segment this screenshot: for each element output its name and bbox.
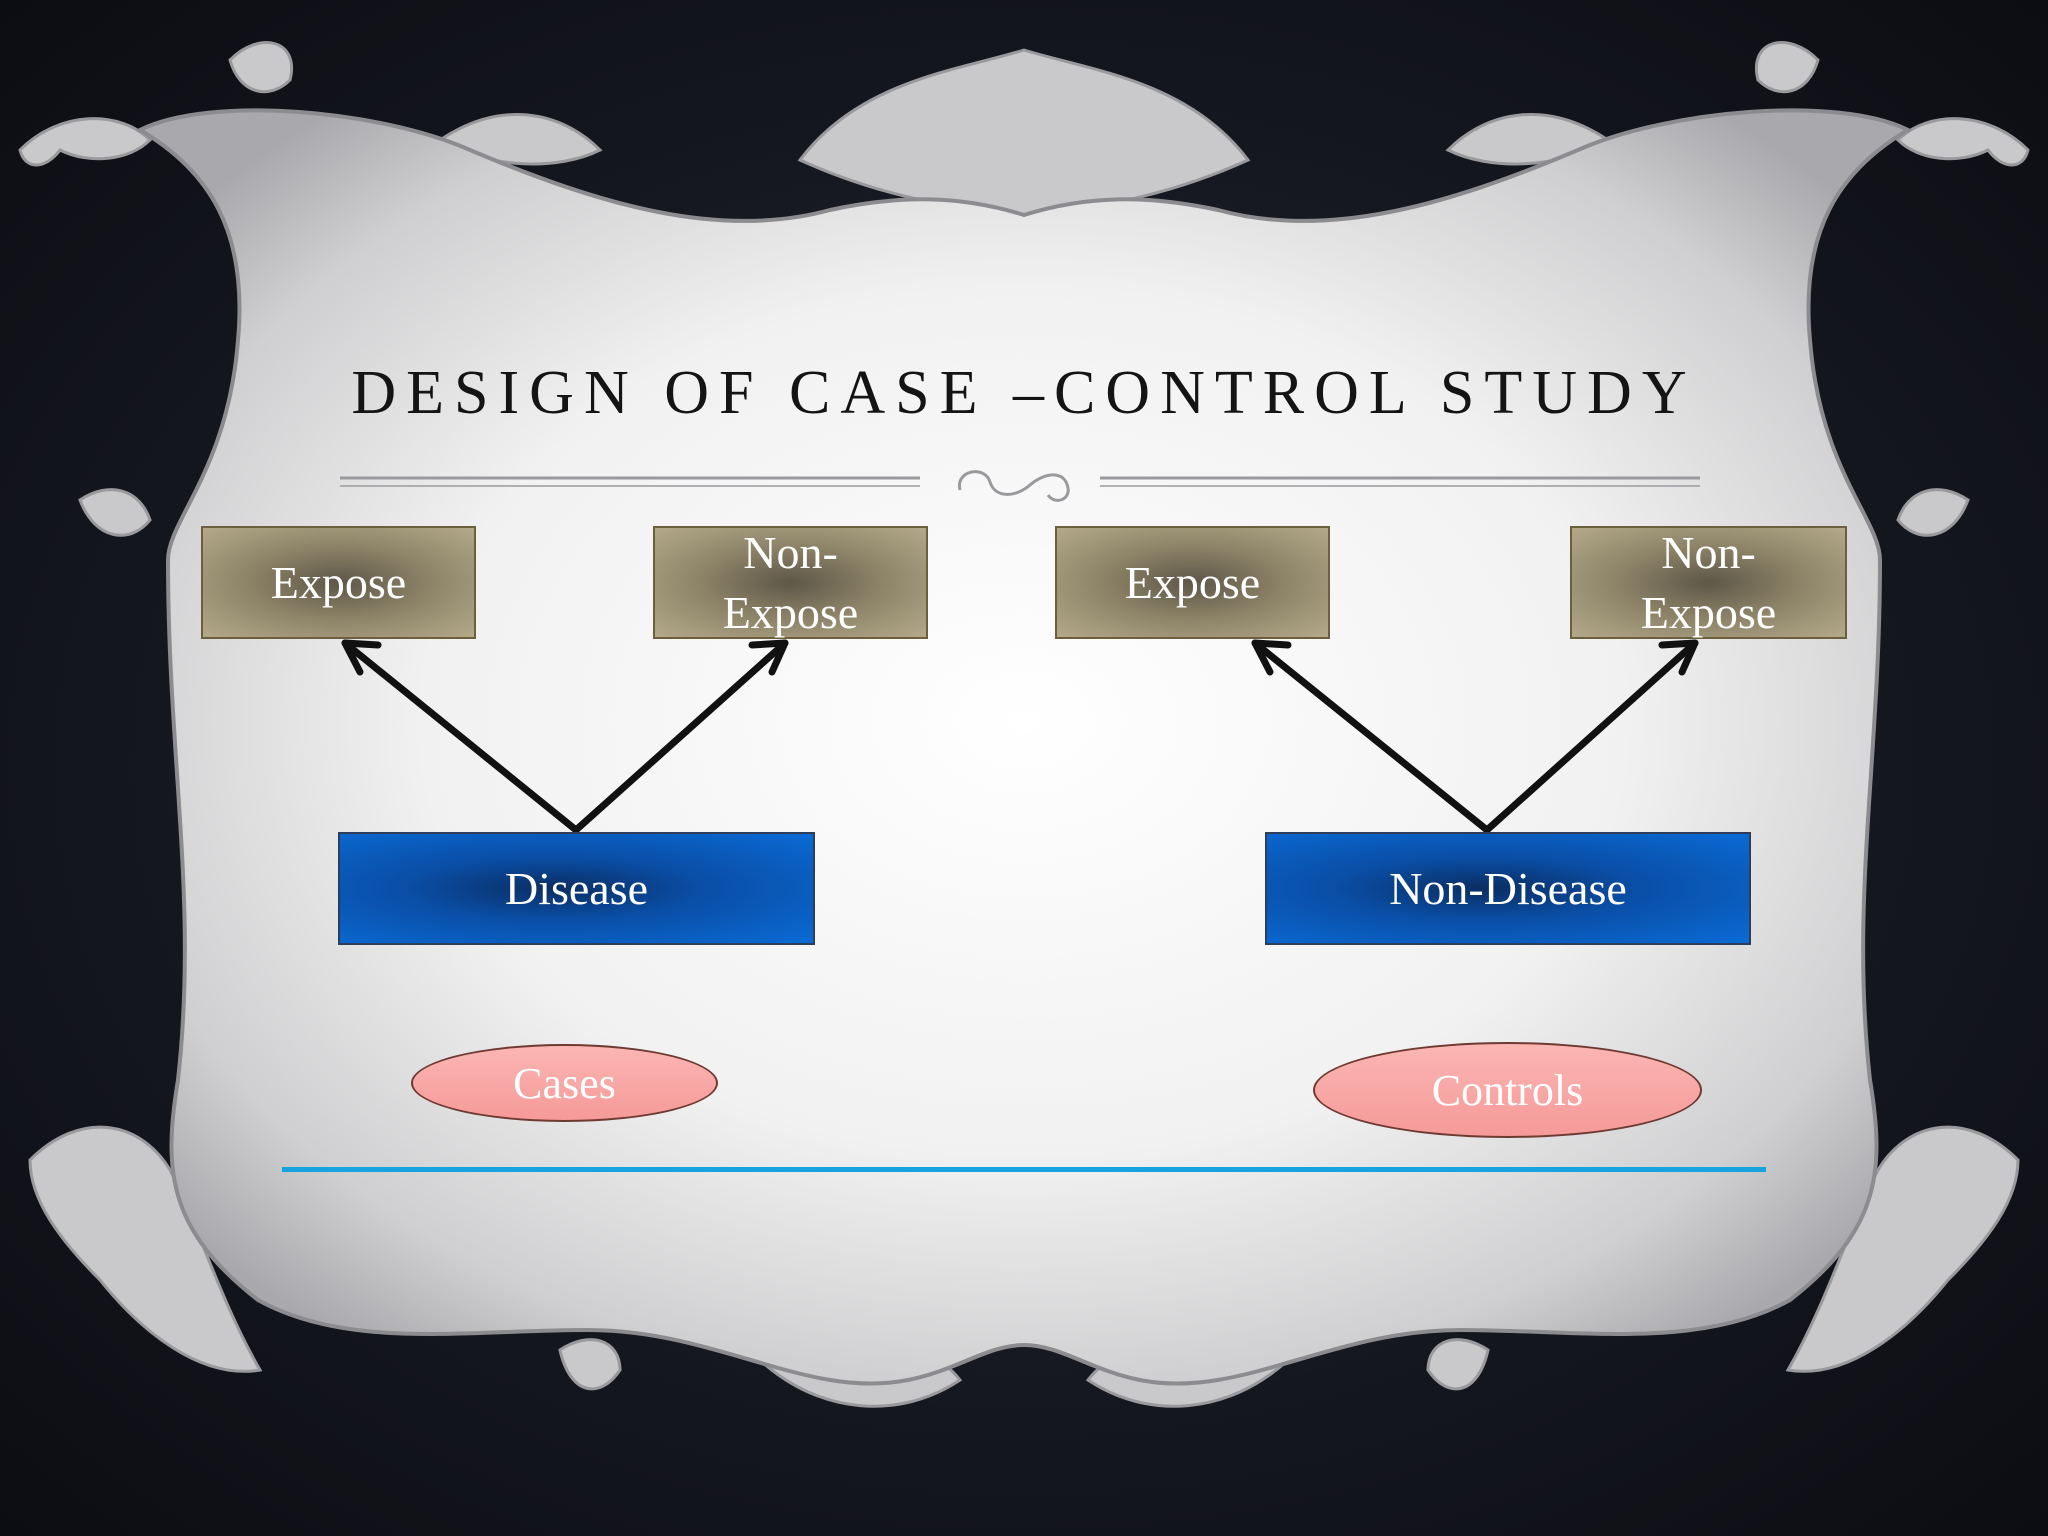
right-expose-box: Expose <box>1055 526 1330 639</box>
arrow-non-disease-to-expose <box>1251 639 1491 834</box>
arrow-disease-to-expose <box>341 639 580 834</box>
left-expose-box: Expose <box>201 526 476 639</box>
left-expose-label: Expose <box>270 556 407 608</box>
cases-oval: Cases <box>411 1044 718 1122</box>
controls-label: Controls <box>1431 1065 1584 1115</box>
arrow-non-disease-to-non-expose <box>1483 639 1699 834</box>
right-non-expose-box: Non- Expose <box>1570 526 1847 639</box>
frame-panel <box>135 108 1913 1386</box>
disease-box: Disease <box>338 832 815 945</box>
arrow-disease-to-non-expose <box>572 639 789 834</box>
slide-title: DESIGN OF CASE –CONTROL STUDY <box>351 359 1697 427</box>
non-disease-box: Non-Disease <box>1265 832 1751 945</box>
horizontal-divider-line <box>282 1167 1766 1172</box>
left-non-expose-box: Non- Expose <box>653 526 928 639</box>
title-separator <box>340 470 1700 502</box>
right-non-expose-label-line1: Non- <box>1661 526 1756 578</box>
disease-label: Disease <box>504 863 649 914</box>
cases-label: Cases <box>513 1058 616 1108</box>
diagram-arrows <box>341 639 1699 834</box>
non-disease-label: Non-Disease <box>1389 863 1627 914</box>
controls-oval: Controls <box>1313 1042 1702 1138</box>
right-non-expose-label-line2: Expose <box>1640 586 1777 638</box>
right-expose-label: Expose <box>1124 556 1261 608</box>
left-non-expose-label-line2: Expose <box>722 586 859 638</box>
left-non-expose-label-line1: Non- <box>743 526 838 578</box>
